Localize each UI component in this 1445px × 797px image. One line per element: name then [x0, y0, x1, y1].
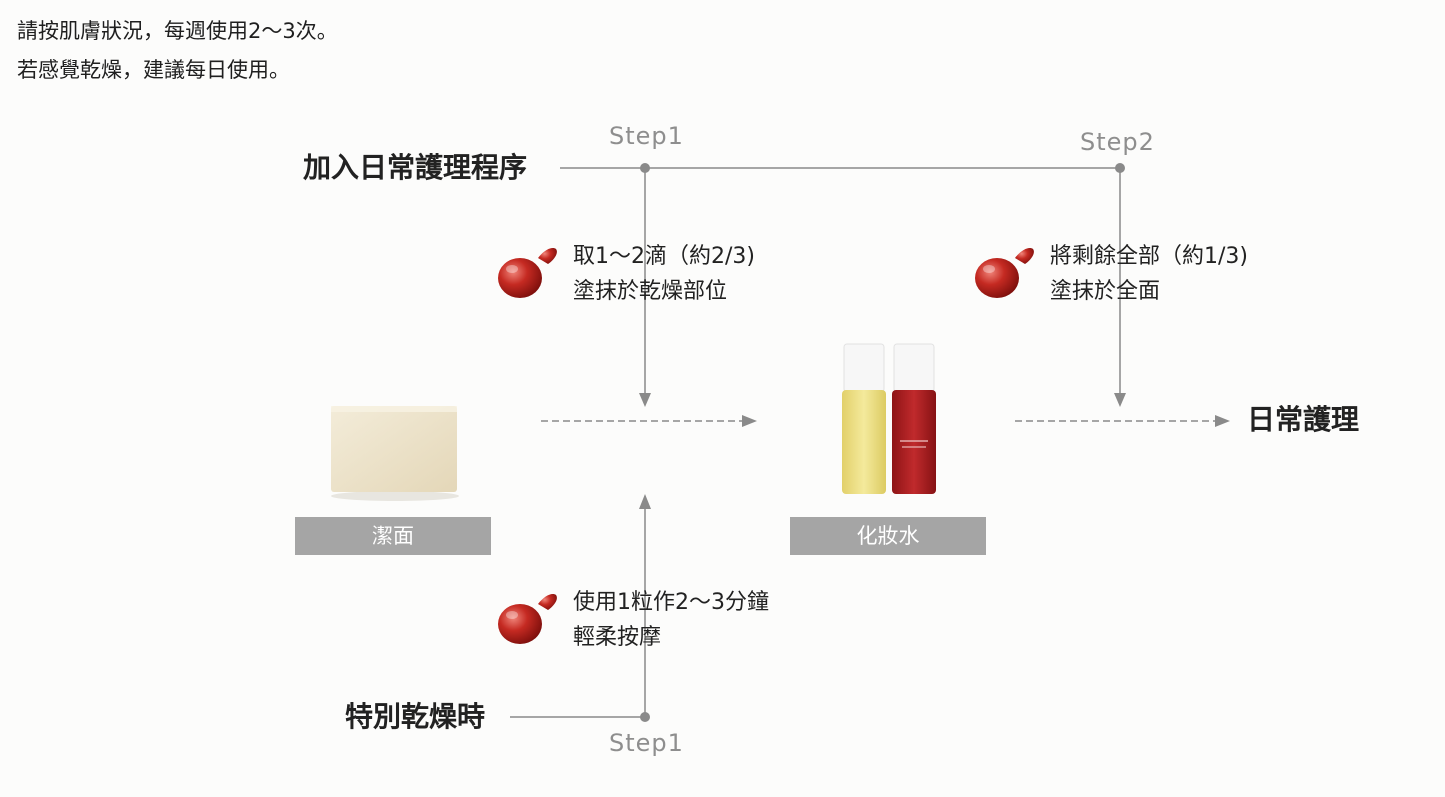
instruction-line: 塗抹於乾燥部位 [573, 279, 728, 304]
step1-dry-instruction: 使用1粒作2～3分鐘 輕柔按摩 [573, 585, 769, 655]
step1-daily-instruction: 取1～2滴（約2/3) 塗抹於乾燥部位 [573, 239, 755, 309]
serum-capsule-icon [498, 594, 557, 644]
toner-label-box: 化妝水 [790, 517, 986, 555]
step2-top-label: Step2 [1080, 128, 1155, 156]
serum-capsule-icon [975, 248, 1034, 298]
toner-bottles-image [842, 343, 936, 494]
intro-line-1: 請按肌膚狀況，每週使用2～3次。 [17, 19, 338, 43]
cleanse-label-box: 潔面 [295, 517, 491, 555]
soap-bar-image [331, 406, 459, 501]
daily-routine-label: 加入日常護理程序 [303, 151, 528, 184]
cleanse-to-toner-arrowhead [742, 415, 757, 427]
step1-up-arrowhead [639, 494, 651, 509]
instruction-line: 使用1粒作2～3分鐘 [573, 590, 769, 615]
step1-bottom-label: Step1 [609, 729, 684, 757]
step2-daily-instruction: 將剩餘全部（約1/3) 塗抹於全面 [1050, 239, 1248, 309]
serum-capsule-icon [498, 248, 557, 298]
intro-line-2: 若感覺乾燥，建議每日使用。 [17, 58, 290, 82]
instruction-line: 將剩餘全部（約1/3) [1050, 244, 1248, 269]
dry-skin-label: 特別乾燥時 [345, 700, 486, 733]
step1-top-label: Step1 [609, 122, 684, 150]
step1-down-arrowhead [639, 393, 651, 407]
instruction-line: 塗抹於全面 [1050, 279, 1161, 304]
instruction-line: 取1～2滴（約2/3) [573, 244, 755, 269]
instruction-line: 輕柔按摩 [573, 625, 662, 650]
daily-care-label: 日常護理 [1247, 403, 1360, 436]
toner-to-daily-arrowhead [1215, 415, 1230, 427]
step2-down-arrowhead [1114, 393, 1126, 407]
